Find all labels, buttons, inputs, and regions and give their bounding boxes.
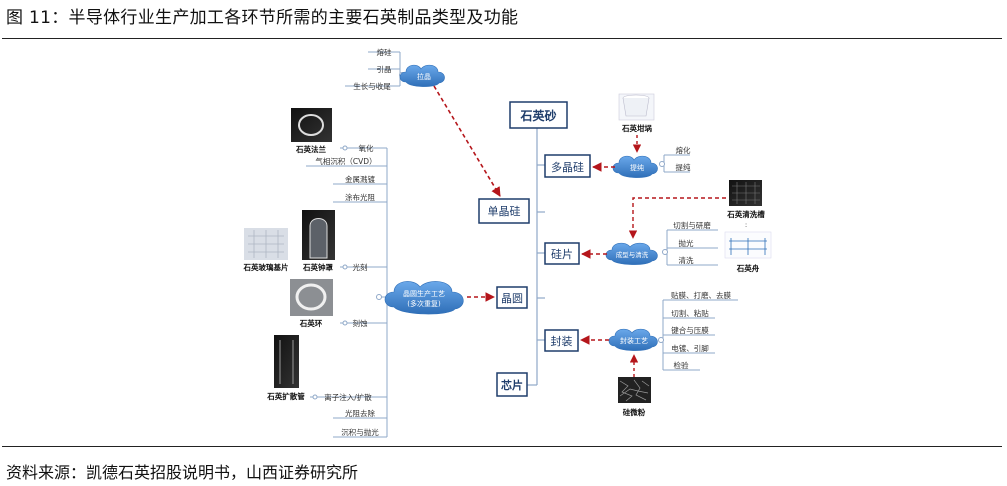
quartz-sand-label: 石英砂 — [519, 108, 556, 123]
silica-powder-texture — [619, 379, 650, 402]
wafer-step-4: 涂布光阻 — [345, 192, 375, 202]
wafer-node-dot — [376, 294, 382, 300]
quartz-boat-image-lines — [729, 238, 767, 255]
pull-step-3: 生长与收尾 — [353, 81, 391, 91]
pull-cloud-label: 拉晶 — [417, 72, 431, 81]
shaping-group: 石英清洗槽 : 石英舟 成型与清洗 切割与研磨 抛光 清洗 — [581, 180, 772, 273]
pack-step-5: 检验 — [674, 360, 689, 370]
pack-node-dot — [658, 337, 664, 343]
top-rule — [2, 38, 1002, 39]
chip-box — [496, 372, 528, 397]
crucible-label: 石英坩埚 — [621, 123, 652, 133]
flange-image-ring — [298, 114, 324, 136]
diffusion-tube-shape — [279, 340, 294, 384]
lithography-dot — [342, 264, 348, 270]
bell-jar-label: 石英钟罩 — [302, 262, 333, 272]
chip-label: 芯片 — [501, 378, 523, 392]
wafer-step-2: 气相沉积（CVD） — [315, 156, 376, 166]
pack-step-1: 贴膜、打磨、去膜 — [671, 290, 731, 300]
figure-title: 图 11：半导体行业生产加工各环节所需的主要石英制品类型及功能 — [6, 8, 519, 28]
refine-node-dot — [659, 161, 665, 167]
flange-label: 石英法兰 — [295, 144, 326, 154]
packaging-process-group: 封装工艺 硅微粉 贴膜、打磨、去膜 切割、粘贴 键合与压膜 电镀、引脚 检验 — [580, 290, 738, 417]
shaping-node-dot — [662, 249, 668, 255]
wafer-step-9: 沉积与抛光 — [341, 427, 379, 437]
diffusion-tube-label: 石英扩散管 — [266, 391, 305, 401]
etching-dot — [342, 320, 348, 326]
oxidation-dot — [342, 145, 348, 151]
flange-image — [291, 108, 332, 142]
wafer-step-8: 光阻去除 — [345, 408, 375, 418]
cleaning-tank-image-lines — [732, 182, 760, 204]
tank-to-cloud-arrow — [628, 197, 726, 239]
quartz-boat-label: 石英舟 — [736, 263, 760, 273]
wafer-slice-box — [544, 242, 580, 265]
wafer-cloud-label-2: (多次重复) — [407, 299, 441, 308]
wafer-process-group: 石英法兰 石英玻璃基片 石英钟罩 石英环 石英扩散管 氧化 气相沉积（CVD） — [243, 108, 495, 438]
refine-cloud-label: 提纯 — [630, 163, 644, 172]
main-flow: 石英砂 多晶硅 单晶硅 硅片 晶圆 封装 芯片 — [478, 101, 591, 397]
wafer-slice-label: 硅片 — [551, 248, 573, 261]
quartz-ring-label: 石英环 — [299, 318, 323, 328]
shaping-step-2: 抛光 — [679, 238, 694, 248]
wafer-label: 晶圆 — [501, 292, 523, 305]
glass-substrate-lines — [248, 230, 284, 258]
separator-dots: : — [745, 221, 747, 229]
packaging-cloud-label: 封装工艺 — [620, 336, 648, 345]
shaping-step-1: 切割与研磨 — [673, 220, 711, 230]
packaging-label: 封装 — [551, 334, 573, 348]
pull-step-2: 引晶 — [377, 65, 392, 74]
crucible-image-body — [622, 97, 650, 117]
quartz-sand-box — [509, 101, 568, 129]
pull-step-1: 熔硅 — [377, 47, 392, 57]
monosilicon-box — [478, 198, 530, 224]
glass-substrate-label: 石英玻璃基片 — [243, 262, 289, 272]
wafer-step-3: 金属溅镀 — [345, 174, 375, 184]
cleaning-tank-label: 石英清洗槽 — [726, 209, 765, 219]
packaging-box — [544, 329, 579, 352]
diffusion-tube-image — [274, 335, 299, 388]
wafer-box — [496, 286, 528, 309]
figure-source: 资料来源：凯德石英招股说明书，山西证券研究所 — [6, 463, 359, 482]
wafer-cloud-label-1: 晶圆生产工艺 — [403, 289, 445, 298]
pull-to-monosilicon-arrow — [433, 85, 501, 197]
refine-step-1: 熔化 — [676, 145, 691, 155]
refine-step-2: 提纯 — [676, 162, 691, 172]
pull-cloud: 拉晶 — [399, 64, 445, 87]
polysilicon-box — [544, 154, 591, 178]
wafer-step-1: 氧化 — [359, 143, 374, 153]
shaping-step-3: 清洗 — [679, 255, 694, 265]
pack-step-3: 键合与压膜 — [671, 325, 709, 335]
wafer-step-7: 离子注入/扩散 — [324, 392, 372, 402]
ion-dot — [312, 394, 318, 400]
crystal-pulling-group: 熔硅 引晶 生长与收尾 拉晶 — [345, 47, 501, 197]
wafer-step-6: 刻蚀 — [353, 318, 368, 328]
pack-step-4: 电镀、引脚 — [671, 343, 709, 353]
pack-step-2: 切割、粘贴 — [671, 308, 709, 318]
wafer-cloud: 晶圆生产工艺 (多次重复) — [384, 281, 464, 315]
monosilicon-label: 单晶硅 — [488, 205, 521, 218]
bell-jar-shape — [309, 218, 328, 259]
quartz-ring-shape — [295, 283, 327, 311]
wafer-step-5: 光刻 — [353, 262, 368, 272]
polysilicon-label: 多晶硅 — [551, 160, 584, 174]
silica-powder-label: 硅微粉 — [623, 407, 646, 417]
packaging-cloud: 封装工艺 — [608, 328, 658, 351]
bottom-rule — [2, 446, 1002, 447]
shaping-cloud-label: 成型与清洗 — [616, 250, 649, 259]
shaping-cloud: 成型与清洗 — [605, 242, 658, 265]
refining-group: 石英坩埚 提纯 熔化 提纯 — [592, 93, 691, 178]
refine-cloud: 提纯 — [612, 155, 658, 178]
